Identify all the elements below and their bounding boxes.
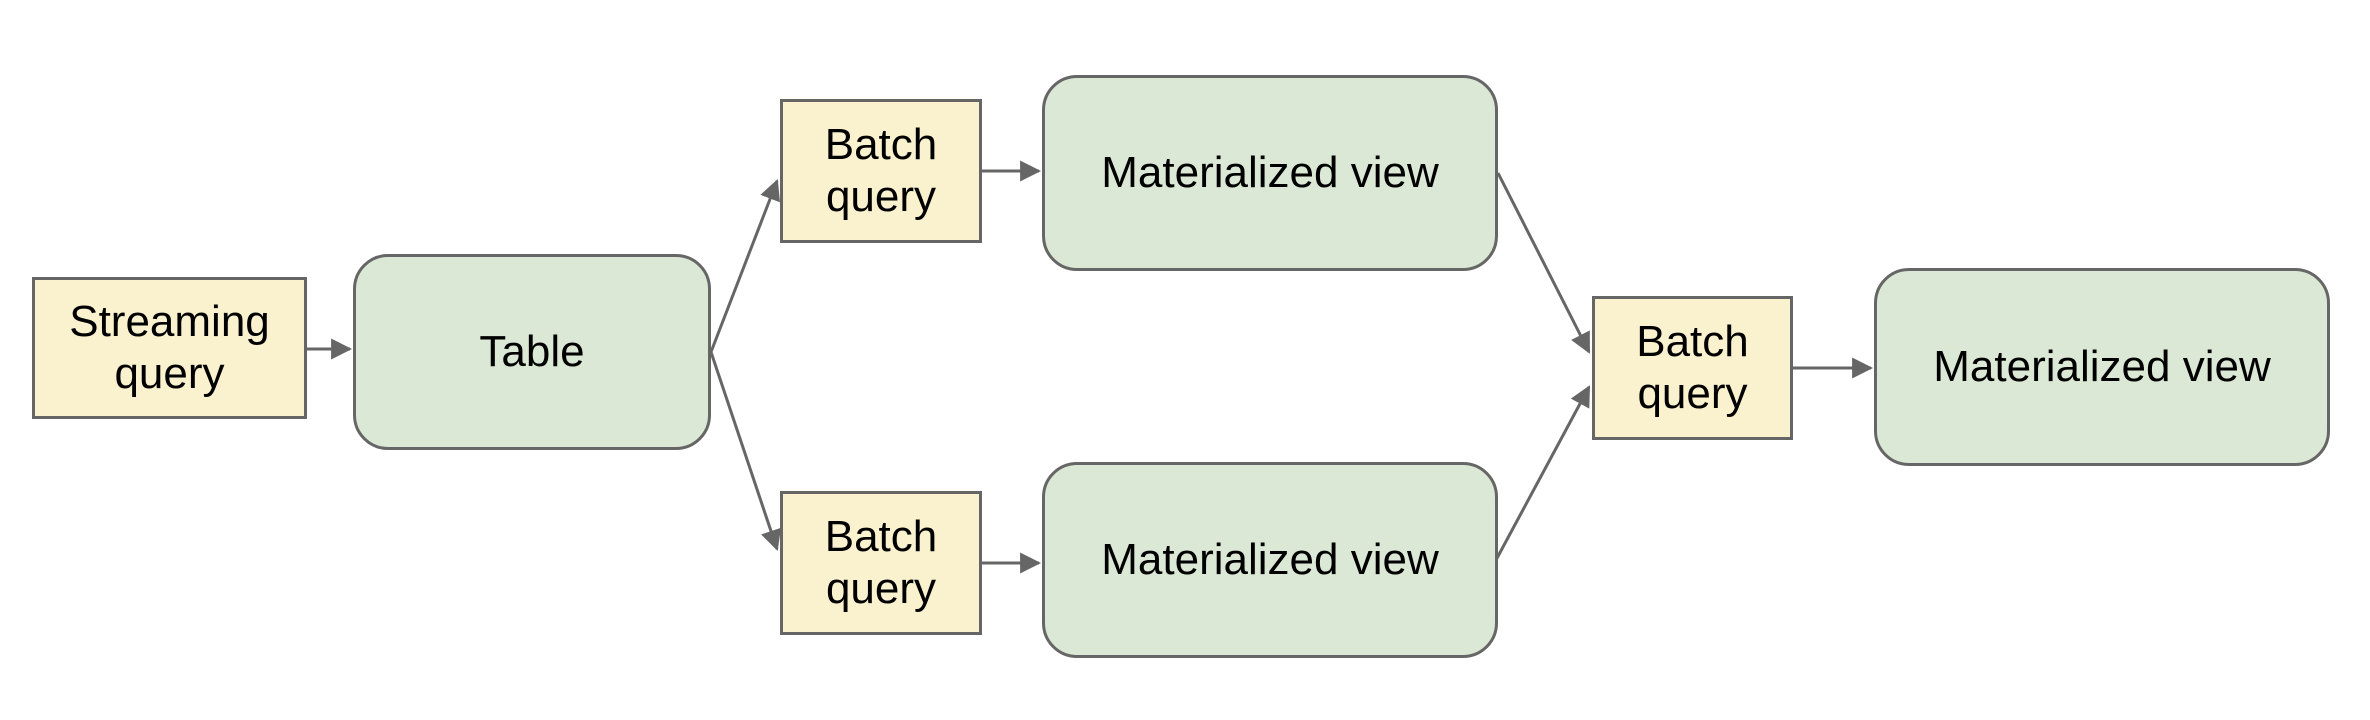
node-streaming-query: Streaming query: [32, 277, 307, 419]
node-batch-query-right-label: Batch query: [1636, 317, 1749, 418]
arrow-table-to-batch-query-bottom: [709, 351, 781, 551]
node-materialized-view-bottom: Materialized view: [1042, 462, 1498, 658]
node-materialized-view-top: Materialized view: [1042, 75, 1498, 271]
node-batch-query-bottom: Batch query: [780, 491, 982, 635]
node-batch-query-bottom-label: Batch query: [824, 512, 938, 613]
arrow-materialized-view-top-to-batch-query-right: [1496, 172, 1591, 354]
node-table: Table: [353, 254, 711, 450]
node-batch-query-top-label: Batch query: [824, 120, 938, 221]
node-streaming-query-label: Streaming query: [69, 297, 270, 398]
node-materialized-view-bottom-label: Materialized view: [1101, 535, 1439, 585]
node-batch-query-right: Batch query: [1592, 296, 1793, 440]
arrow-materialized-view-bottom-to-batch-query-right: [1494, 385, 1591, 561]
node-materialized-view-top-label: Materialized view: [1101, 148, 1439, 198]
arrow-table-to-batch-query-top: [709, 179, 780, 353]
node-batch-query-top: Batch query: [780, 99, 982, 243]
node-materialized-view-right: Materialized view: [1874, 268, 2330, 466]
node-table-label: Table: [479, 327, 585, 377]
node-materialized-view-right-label: Materialized view: [1933, 342, 2271, 392]
